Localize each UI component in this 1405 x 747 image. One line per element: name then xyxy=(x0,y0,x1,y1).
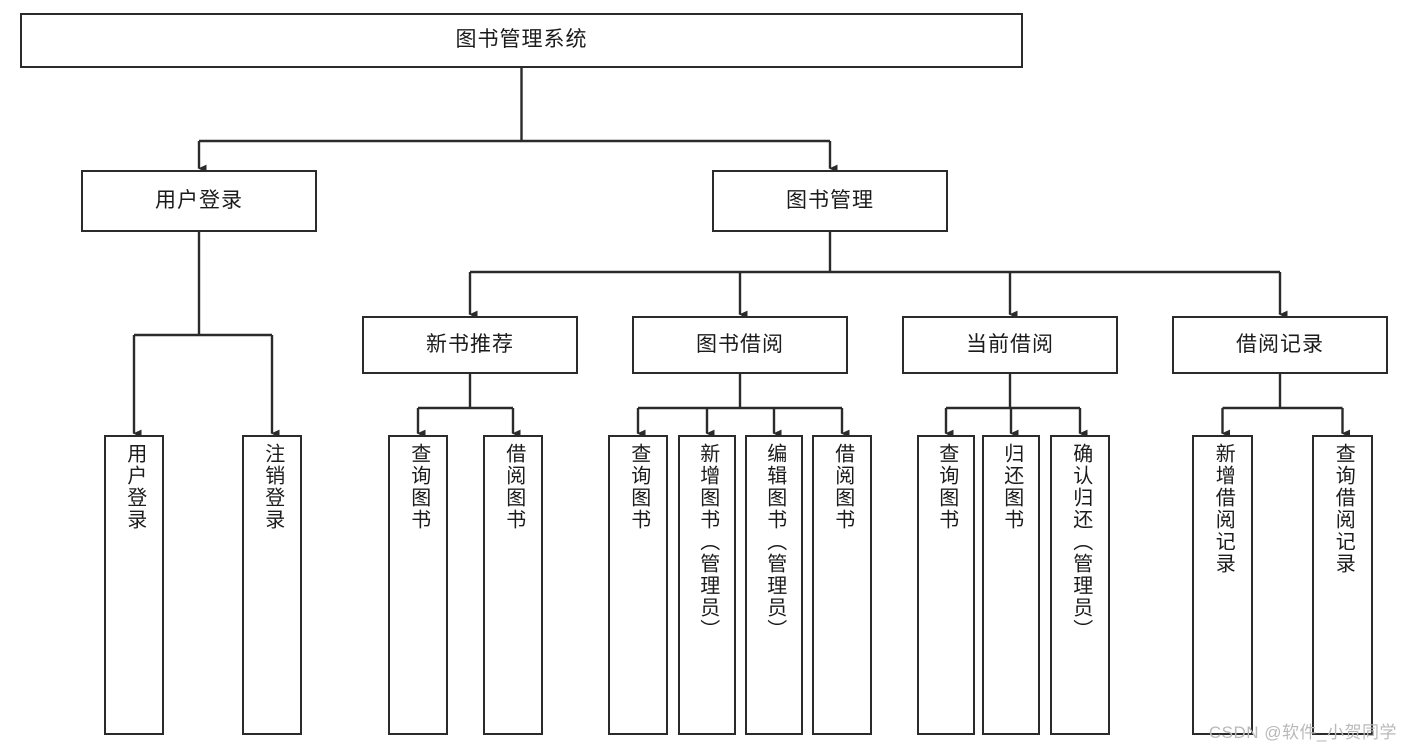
node-label: 借阅图书 xyxy=(831,443,854,531)
node-root[interactable]: 图书管理系统 xyxy=(20,13,1023,68)
node-label: 新书推荐 xyxy=(426,332,514,356)
node-label: 借阅记录 xyxy=(1236,332,1324,356)
node-l9[interactable]: 查询图书 xyxy=(917,435,975,735)
node-l12[interactable]: 新增借阅记录 xyxy=(1192,435,1253,735)
node-label: 用户登录 xyxy=(155,188,243,212)
node-l4[interactable]: 借阅图书 xyxy=(483,435,543,735)
node-l11[interactable]: 确认归还（管理员） xyxy=(1050,435,1110,735)
node-label: 归还图书 xyxy=(1000,443,1023,531)
node-label: 图书管理系统 xyxy=(455,28,588,52)
watermark-text: CSDN @软件_小贺同学 xyxy=(1208,723,1397,742)
node-l10[interactable]: 归还图书 xyxy=(982,435,1040,735)
node-label: 新增借阅记录 xyxy=(1212,443,1235,575)
node-l3[interactable]: 查询图书 xyxy=(388,435,448,735)
node-label: 用户登录 xyxy=(123,443,146,531)
node-label: 查询图书 xyxy=(407,443,430,531)
node-l7[interactable]: 编辑图书（管理员） xyxy=(745,435,803,735)
node-l8[interactable]: 借阅图书 xyxy=(812,435,872,735)
node-label: 编辑图书（管理员） xyxy=(763,443,786,641)
node-label: 图书管理 xyxy=(786,188,874,212)
node-l13[interactable]: 查询借阅记录 xyxy=(1312,435,1373,735)
node-current[interactable]: 当前借阅 xyxy=(902,316,1118,374)
node-label: 新增图书（管理员） xyxy=(696,443,719,641)
node-label: 查询借阅记录 xyxy=(1332,443,1355,575)
node-label: 当前借阅 xyxy=(966,332,1054,356)
node-l6[interactable]: 新增图书（管理员） xyxy=(678,435,736,735)
node-label: 查询图书 xyxy=(935,443,958,531)
node-l2[interactable]: 注销登录 xyxy=(242,435,302,735)
node-label: 图书借阅 xyxy=(696,332,784,356)
node-label: 借阅图书 xyxy=(502,443,525,531)
node-bookmgmt[interactable]: 图书管理 xyxy=(712,170,948,232)
node-label: 查询图书 xyxy=(627,443,650,531)
node-borrow[interactable]: 图书借阅 xyxy=(632,316,848,374)
node-l5[interactable]: 查询图书 xyxy=(608,435,668,735)
node-records[interactable]: 借阅记录 xyxy=(1172,316,1388,374)
node-newbook[interactable]: 新书推荐 xyxy=(362,316,578,374)
node-l1[interactable]: 用户登录 xyxy=(104,435,164,735)
node-label: 注销登录 xyxy=(261,443,284,531)
node-label: 确认归还（管理员） xyxy=(1069,443,1092,641)
node-login[interactable]: 用户登录 xyxy=(81,170,317,232)
